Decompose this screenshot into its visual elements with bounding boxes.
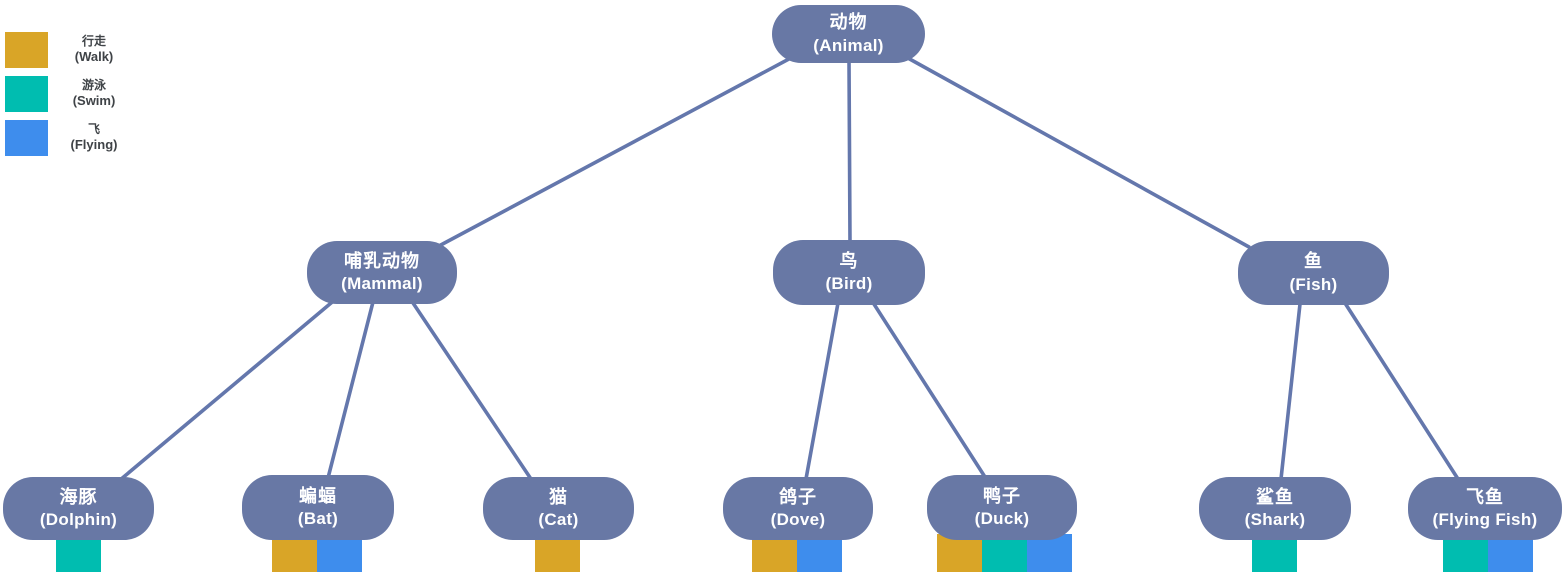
edge-fish-flying-fish: [1341, 298, 1460, 481]
abilities-duck: [937, 534, 1072, 572]
abilities-dolphin: [56, 534, 101, 572]
tree-node-flying-fish[interactable]: 飞鱼 (Flying Fish): [1408, 477, 1562, 540]
abilities-shark: [1252, 534, 1297, 572]
legend-item-swim: 游泳 (Swim): [5, 76, 130, 112]
abilities-cat: [535, 534, 580, 572]
legend-label-walk: 行走 (Walk): [58, 34, 130, 65]
node-duck-en: (Duck): [974, 509, 1030, 529]
duck-flying-swatch[interactable]: [1027, 534, 1072, 572]
node-fish-en: (Fish): [1289, 274, 1338, 294]
node-cat-en: (Cat): [538, 510, 579, 530]
tree-node-cat[interactable]: 猫 (Cat): [483, 477, 634, 540]
tree-node-dove[interactable]: 鸽子 (Dove): [723, 477, 873, 540]
node-shark-zh: 鲨鱼: [1256, 486, 1294, 507]
edge-bird-dove: [804, 301, 840, 481]
dove-flying-swatch[interactable]: [797, 534, 842, 572]
tree-node-bat[interactable]: 蝙蝠 (Bat): [242, 475, 394, 540]
flying-fish-swim-swatch[interactable]: [1443, 534, 1488, 572]
node-animal-en: (Animal): [813, 35, 884, 55]
legend-item-walk: 行走 (Walk): [5, 32, 130, 68]
edge-animal-fish: [895, 50, 1251, 249]
node-flying-fish-zh: 飞鱼: [1466, 486, 1504, 507]
node-bat-en: (Bat): [297, 509, 339, 529]
cat-walk-swatch[interactable]: [535, 534, 580, 572]
legend-label-flying: 飞 (Flying): [58, 122, 130, 153]
legend-flying-en: (Flying): [70, 137, 118, 153]
legend-flying-zh: 飞: [87, 122, 100, 137]
abilities-dove: [752, 534, 842, 572]
dolphin-swim-swatch[interactable]: [56, 534, 101, 572]
duck-walk-swatch[interactable]: [937, 534, 982, 572]
node-dove-zh: 鸽子: [779, 486, 817, 507]
edge-animal-mammal: [435, 50, 804, 249]
dove-walk-swatch[interactable]: [752, 534, 797, 572]
flying-color-swatch[interactable]: [5, 120, 48, 156]
abilities-bat: [272, 534, 362, 572]
tree-node-fish[interactable]: 鱼 (Fish): [1238, 241, 1389, 305]
node-dolphin-en: (Dolphin): [39, 510, 118, 530]
duck-swim-swatch[interactable]: [982, 534, 1027, 572]
legend-walk-zh: 行走: [81, 34, 106, 49]
bat-walk-swatch[interactable]: [272, 534, 317, 572]
legend-swim-zh: 游泳: [81, 78, 106, 93]
node-mammal-zh: 哺乳动物: [344, 250, 420, 271]
edge-animal-bird: [847, 58, 852, 245]
legend-swim-en: (Swim): [72, 93, 116, 109]
node-bird-zh: 鸟: [839, 250, 859, 271]
tree-node-shark[interactable]: 鲨鱼 (Shark): [1199, 477, 1351, 540]
tree-node-duck[interactable]: 鸭子 (Duck): [927, 475, 1077, 540]
edge-mammal-cat: [409, 298, 533, 481]
legend-label-swim: 游泳 (Swim): [58, 78, 130, 109]
legend-walk-en: (Walk): [74, 49, 114, 65]
node-bird-en: (Bird): [825, 274, 873, 294]
node-flying-fish-en: (Flying Fish): [1432, 510, 1538, 530]
bat-flying-swatch[interactable]: [317, 534, 362, 572]
node-animal-zh: 动物: [829, 12, 868, 33]
tree-node-bird[interactable]: 鸟 (Bird): [773, 240, 925, 305]
node-dolphin-zh: 海豚: [59, 486, 98, 507]
tree-node-dolphin[interactable]: 海豚 (Dolphin): [3, 477, 154, 540]
walk-color-swatch[interactable]: [5, 32, 48, 68]
node-shark-en: (Shark): [1244, 510, 1306, 530]
tree-node-mammal[interactable]: 哺乳动物 (Mammal): [307, 241, 457, 304]
node-duck-zh: 鸭子: [983, 485, 1021, 506]
tree-node-animal[interactable]: 动物 (Animal): [772, 5, 925, 63]
node-cat-zh: 猫: [549, 486, 568, 507]
node-mammal-en: (Mammal): [341, 274, 423, 294]
swim-color-swatch[interactable]: [5, 76, 48, 112]
legend-item-flying: 飞 (Flying): [5, 120, 130, 156]
edge-mammal-dolphin: [118, 296, 339, 482]
node-bat-zh: 蝙蝠: [299, 485, 337, 506]
node-dove-en: (Dove): [770, 510, 826, 530]
edge-bird-duck: [870, 299, 987, 479]
edge-fish-shark: [1279, 302, 1302, 481]
flying-fish-flying-swatch[interactable]: [1488, 534, 1533, 572]
shark-swim-swatch[interactable]: [1252, 534, 1297, 572]
edge-mammal-bat: [326, 300, 375, 480]
node-fish-zh: 鱼: [1304, 251, 1323, 272]
abilities-flying-fish: [1443, 534, 1533, 572]
